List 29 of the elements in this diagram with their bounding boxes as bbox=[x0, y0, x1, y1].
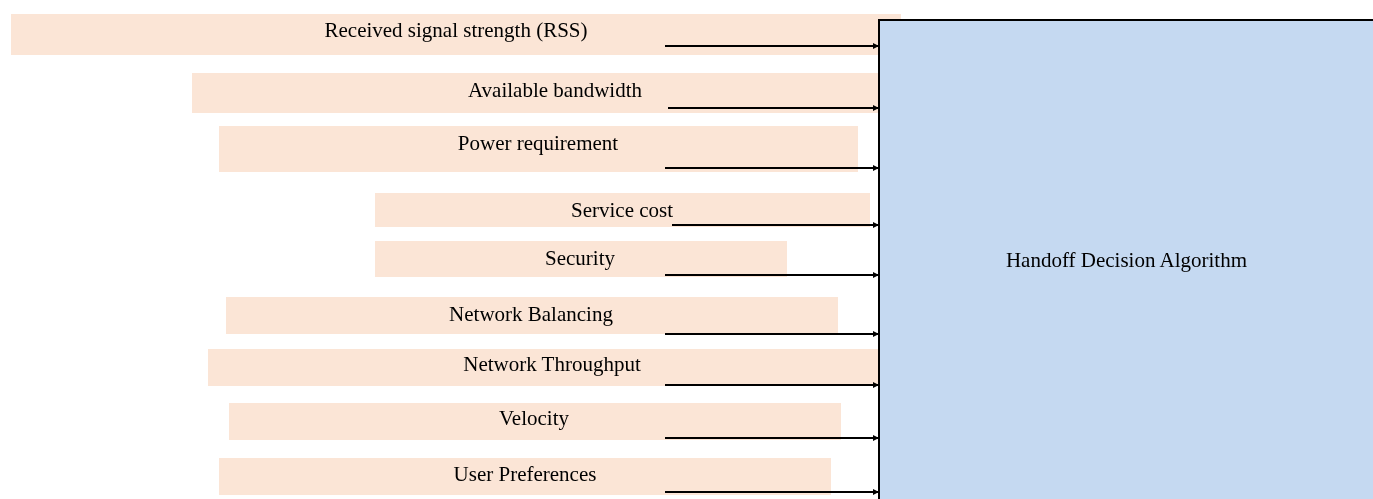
arrow bbox=[664, 43, 880, 49]
input-bar bbox=[219, 458, 831, 495]
node-label: Power requirement bbox=[457, 131, 619, 155]
arrow bbox=[664, 331, 880, 337]
node-label: Received signal strength (RSS) bbox=[324, 18, 588, 42]
input-bar bbox=[375, 241, 787, 277]
arrow bbox=[667, 105, 880, 111]
node-label: Network Throughput bbox=[463, 352, 641, 376]
arrow bbox=[664, 272, 880, 278]
node-label: User Preferences bbox=[453, 462, 597, 486]
arrow bbox=[664, 435, 880, 441]
input-bar bbox=[208, 349, 878, 386]
node-label: Network Balancing bbox=[449, 302, 613, 326]
arrow bbox=[671, 222, 880, 228]
input-bar bbox=[229, 403, 841, 440]
arrow bbox=[664, 165, 880, 171]
node-label: Security bbox=[545, 246, 615, 270]
arrow bbox=[664, 382, 880, 388]
node-label: Available bandwidth bbox=[468, 78, 642, 102]
node-label: Velocity bbox=[499, 406, 569, 430]
arrow bbox=[664, 489, 880, 495]
node-label: Service cost bbox=[571, 198, 673, 222]
input-bar bbox=[192, 73, 878, 113]
node-label: Handoff Decision Algorithm bbox=[1005, 247, 1248, 273]
input-bar bbox=[375, 193, 870, 227]
process-box bbox=[878, 19, 1373, 499]
input-bar bbox=[11, 14, 901, 55]
input-bar bbox=[226, 297, 838, 334]
input-bar bbox=[219, 126, 858, 172]
